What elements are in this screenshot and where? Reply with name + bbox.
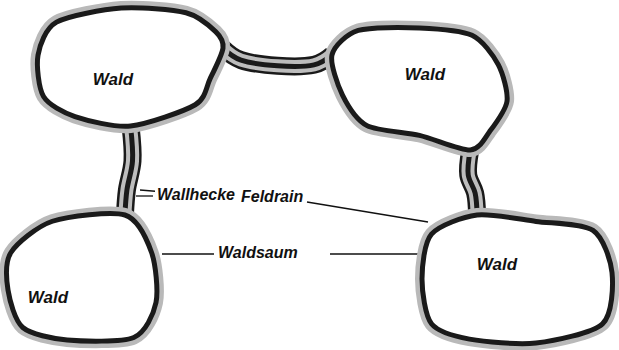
strip-label: Waldsaum <box>216 244 300 262</box>
corridor-outline <box>125 126 133 215</box>
forest-name: Wald <box>93 70 133 90</box>
leader-line <box>136 195 153 196</box>
forest-area: Wald <box>38 8 223 126</box>
forest-area: Wald <box>8 215 156 340</box>
forest-name: Wald <box>405 65 445 85</box>
forest-area: Wald <box>332 28 507 150</box>
forest-border <box>422 215 612 344</box>
forest-edge-band <box>332 28 508 150</box>
corridor-outline <box>468 150 477 215</box>
field-margin-band <box>468 150 477 215</box>
leader-line <box>162 253 214 254</box>
strip-label: Wallhecke <box>155 186 237 204</box>
forest-area: Wald <box>422 215 612 343</box>
leader-line <box>307 202 428 222</box>
hedge-corridor <box>223 48 332 66</box>
corridor-outline <box>223 48 332 66</box>
forest-outline <box>8 215 156 340</box>
forest-outline <box>332 28 507 150</box>
field-margin-band <box>125 126 133 215</box>
forest-border <box>332 28 508 150</box>
forest-name: Wald <box>28 288 68 308</box>
hedge-corridor <box>125 126 133 215</box>
forest-outline <box>422 215 612 343</box>
forest-outline <box>38 8 223 126</box>
forest-edge-band <box>7 214 157 342</box>
forest-border <box>37 8 223 127</box>
forest-edge-band <box>37 8 223 127</box>
field-margin-band <box>223 48 332 66</box>
forest-edge-band <box>422 215 612 344</box>
hedge-bank <box>125 126 133 215</box>
forest-border <box>7 214 157 342</box>
hedge-corridor <box>468 150 477 215</box>
hedge-bank <box>468 150 477 215</box>
hedge-bank <box>223 48 332 66</box>
strip-label: Feldrain <box>239 188 305 206</box>
forest-name: Wald <box>477 255 517 275</box>
